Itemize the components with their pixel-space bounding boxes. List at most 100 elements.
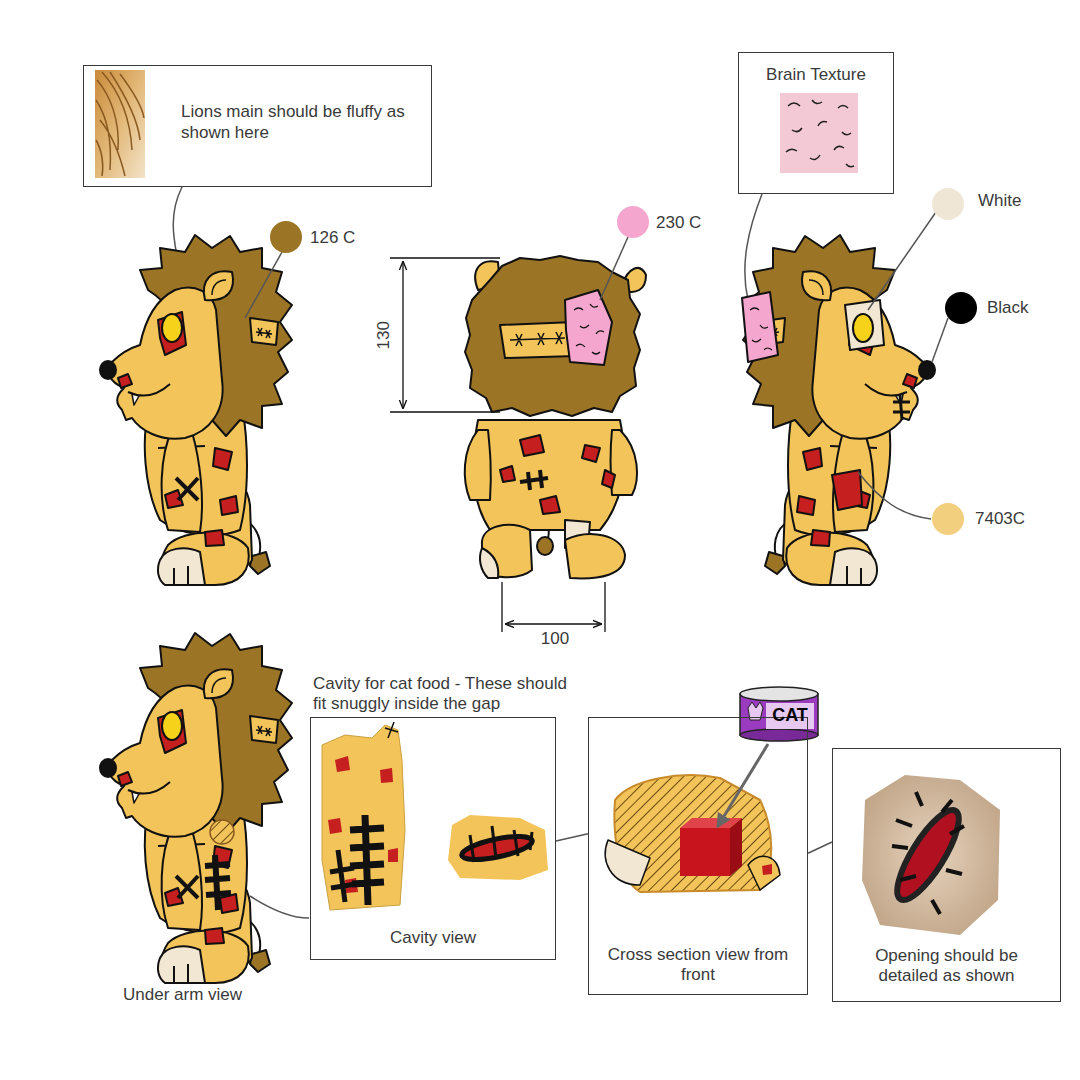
cavity-piece-part	[322, 725, 405, 910]
dimension-line-part	[402, 262, 403, 408]
dimension-value: 130	[374, 321, 394, 349]
color-chip	[617, 206, 649, 238]
dimension-line	[390, 258, 500, 412]
lion-back-view-part	[473, 420, 624, 530]
lion-back-view-part	[500, 466, 515, 482]
cavity-opening-piece-part	[448, 815, 548, 880]
fur-sample-part	[96, 72, 144, 176]
view-note: Cavity for cat food - These should fit s…	[313, 674, 575, 715]
cavity-piece-part	[350, 815, 384, 905]
under-arm-cavity-part	[210, 820, 234, 844]
lion-back-view-part	[500, 322, 576, 358]
cross-section-figure-part	[730, 818, 742, 876]
leader-line	[245, 252, 282, 318]
lion-right-extras-part	[832, 470, 862, 510]
cross-section-figure-part	[762, 864, 772, 875]
brain-texture-sample-part	[786, 100, 854, 167]
brain-texture-sample	[780, 93, 858, 173]
lion-back-view-part	[537, 537, 553, 555]
cavity-opening-piece	[448, 815, 548, 880]
lion-back-view-part	[520, 435, 544, 456]
dimension-line-part	[390, 258, 500, 412]
view-caption: Cross section view from front	[599, 945, 797, 986]
opening-photo-part	[892, 792, 964, 914]
lion-back-view-part	[465, 430, 491, 500]
cross-section-figure-part	[748, 856, 780, 890]
under-arm-cavity	[205, 820, 234, 910]
lion-back-view-part	[465, 256, 640, 416]
lion-back-view-part	[540, 496, 560, 514]
opening-photo-part	[887, 802, 969, 907]
view-box: Opening should be detailed as shown	[832, 748, 1061, 1002]
can-label: CAT	[772, 705, 808, 727]
lion-back-view-part	[480, 548, 498, 578]
leader-line	[250, 896, 309, 918]
cavity-piece	[322, 722, 405, 910]
note-text: Lions main should be fluffy as shown her…	[181, 102, 427, 143]
color-chip	[270, 221, 302, 253]
color-chip	[932, 188, 964, 220]
cat-food-can-part	[766, 703, 814, 729]
color-name: Black	[987, 298, 1029, 318]
cross-section-figure-part	[605, 840, 650, 885]
color-name: White	[978, 191, 1021, 211]
lion-right-extras-part	[893, 395, 910, 420]
lion-back-view-part	[602, 470, 615, 488]
cavity-piece-part	[385, 722, 398, 738]
cat-food-can	[740, 687, 818, 741]
lion-right-extras-part	[742, 292, 778, 362]
dimension-line-part	[502, 582, 605, 632]
cavity-opening-piece-part	[470, 826, 532, 862]
view-caption: Opening should be detailed as shown	[859, 946, 1034, 987]
lion-right-extras-part	[750, 308, 772, 350]
leader-line	[600, 237, 628, 300]
leader-line	[858, 472, 931, 519]
pointer-arrow	[718, 744, 768, 826]
leader-line	[868, 212, 936, 310]
lion-back-view-part	[611, 430, 637, 495]
fur-sample	[95, 70, 145, 178]
color-code: 7403C	[975, 509, 1025, 529]
swatch-box: Brain Texture	[738, 52, 894, 194]
under-arm-cavity-part	[205, 855, 231, 910]
opening-photo	[862, 775, 1000, 935]
cat-food-can-part	[740, 729, 818, 741]
view-box: Cross section view from front	[588, 717, 808, 995]
color-code: 126 C	[310, 228, 355, 248]
lion-back-view-part	[574, 304, 604, 354]
view-caption: Under arm view	[123, 985, 242, 1005]
note-box: Lions main should be fluffy as shown her…	[83, 65, 432, 187]
lion-back-view-part	[582, 445, 600, 462]
leader-line	[932, 318, 948, 362]
connector-line	[808, 842, 832, 853]
color-code: 230 C	[656, 213, 701, 233]
dimension-line	[502, 582, 605, 632]
dimension-line-part	[506, 623, 601, 624]
cat-food-can-part	[740, 687, 818, 701]
lion-back-view-part	[520, 470, 548, 490]
color-chip	[945, 292, 977, 324]
lion-side-view	[100, 235, 292, 585]
lion-under-arm-view	[100, 633, 292, 983]
lion-right-extras-part	[845, 300, 884, 350]
lion-back-view-part	[565, 290, 612, 365]
lion-back-view-part	[510, 332, 565, 346]
fur-sample-part	[95, 70, 145, 178]
brain-texture-sample-part	[780, 93, 858, 173]
lion-back-view-part	[565, 534, 625, 578]
opening-photo-part	[862, 775, 1000, 935]
color-chip	[932, 503, 964, 535]
lion-right-extras	[742, 292, 910, 510]
lion-back-view	[465, 256, 646, 578]
lion-right-extras-part	[853, 314, 873, 342]
lion-side-view-mirrored	[743, 235, 935, 585]
view-caption: Cavity view	[319, 928, 547, 949]
box-heading: Brain Texture	[743, 65, 889, 86]
view-box: Cavity for cat food - These should fit s…	[310, 717, 556, 960]
connector-line	[556, 834, 588, 841]
cavity-piece-part	[330, 850, 356, 902]
dimension-value: 100	[541, 629, 569, 649]
